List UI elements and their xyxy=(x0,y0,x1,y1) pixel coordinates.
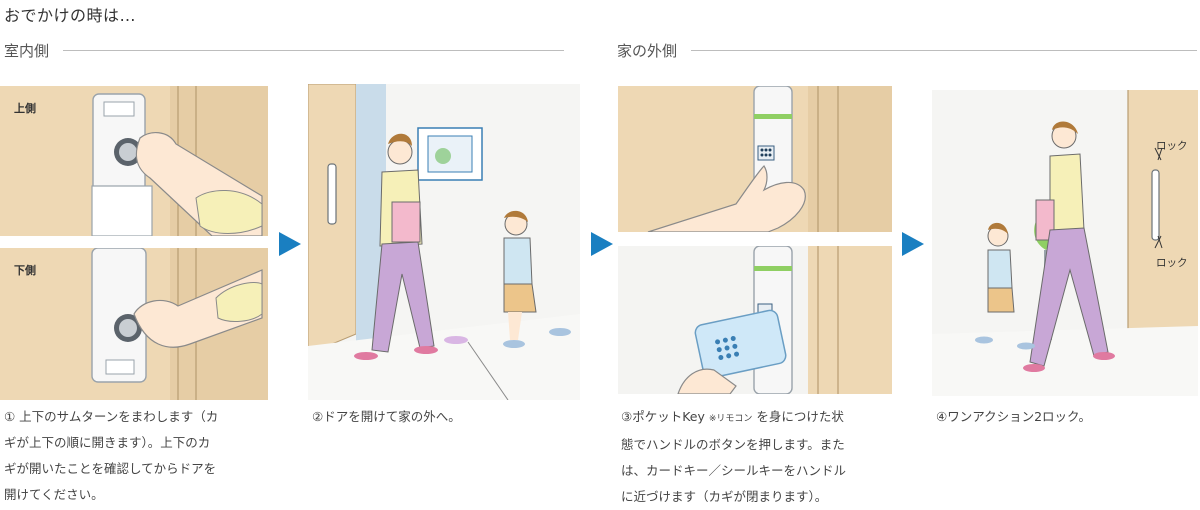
caption-line: ②ドアを開けて家の外へ。 xyxy=(312,409,461,424)
section-label-indoor: 室内側 xyxy=(4,41,50,60)
illustration-lower-thumbturn xyxy=(0,248,268,400)
section-label-outdoor: 家の外側 xyxy=(617,41,678,60)
section-header-indoor: 室内側 xyxy=(4,40,564,60)
section-divider xyxy=(691,49,1197,51)
illustration-upper-thumbturn xyxy=(0,86,268,236)
caption-step-3: ③ポケットKey ※リモコン を身につけた状 態でハンドルのボタンを押します。ま… xyxy=(621,404,901,510)
caption-line: ④ワンアクション2ロック。 xyxy=(936,409,1092,424)
caption-line: ③ポケットKey ※リモコン を身につけた状 xyxy=(621,404,901,432)
illustration-walk-away-lock xyxy=(932,90,1198,396)
arrow-right-icon xyxy=(279,232,301,256)
caption-step-4: ④ワンアクション2ロック。 xyxy=(936,404,1196,430)
caption-line: 開けてください。 xyxy=(4,487,104,502)
caption-line: ① 上下のサムターンをまわします（カ xyxy=(4,409,219,424)
arrow-right-icon xyxy=(591,232,613,256)
label-lock-bottom: ロック xyxy=(1156,257,1188,269)
caption-text: ③ポケットKey xyxy=(621,409,709,424)
caption-step-2: ②ドアを開けて家の外へ。 xyxy=(312,404,582,430)
illustration-card-key xyxy=(618,246,892,394)
caption-line: に近づけます（カギが閉まります）。 xyxy=(621,489,828,504)
label-lock-top: ロック xyxy=(1156,140,1188,152)
label-lower-side: 下側 xyxy=(14,264,36,277)
caption-step-1: ① 上下のサムターンをまわします（カ ギが上下の順に開きます）。上下のカ ギが開… xyxy=(4,404,274,508)
caption-text: を身につけた状 xyxy=(752,409,844,424)
section-header-outdoor: 家の外側 xyxy=(617,40,1197,60)
illustration-handle-button xyxy=(618,86,892,232)
section-divider xyxy=(63,49,564,51)
caption-line: ギが開いたことを確認してからドアを xyxy=(4,461,217,476)
caption-line: 態でハンドルのボタンを押します。また xyxy=(621,437,845,452)
label-upper-side: 上側 xyxy=(14,102,36,115)
caption-note-remote: ※リモコン xyxy=(708,414,753,424)
caption-line: ギが上下の順に開きます）。上下のカ xyxy=(4,435,211,450)
arrow-right-icon xyxy=(902,232,924,256)
caption-line: は、カードキー／シールキーをハンドル xyxy=(621,463,847,478)
page-title: おでかけの時は… xyxy=(4,6,137,25)
illustration-open-door xyxy=(308,84,580,400)
